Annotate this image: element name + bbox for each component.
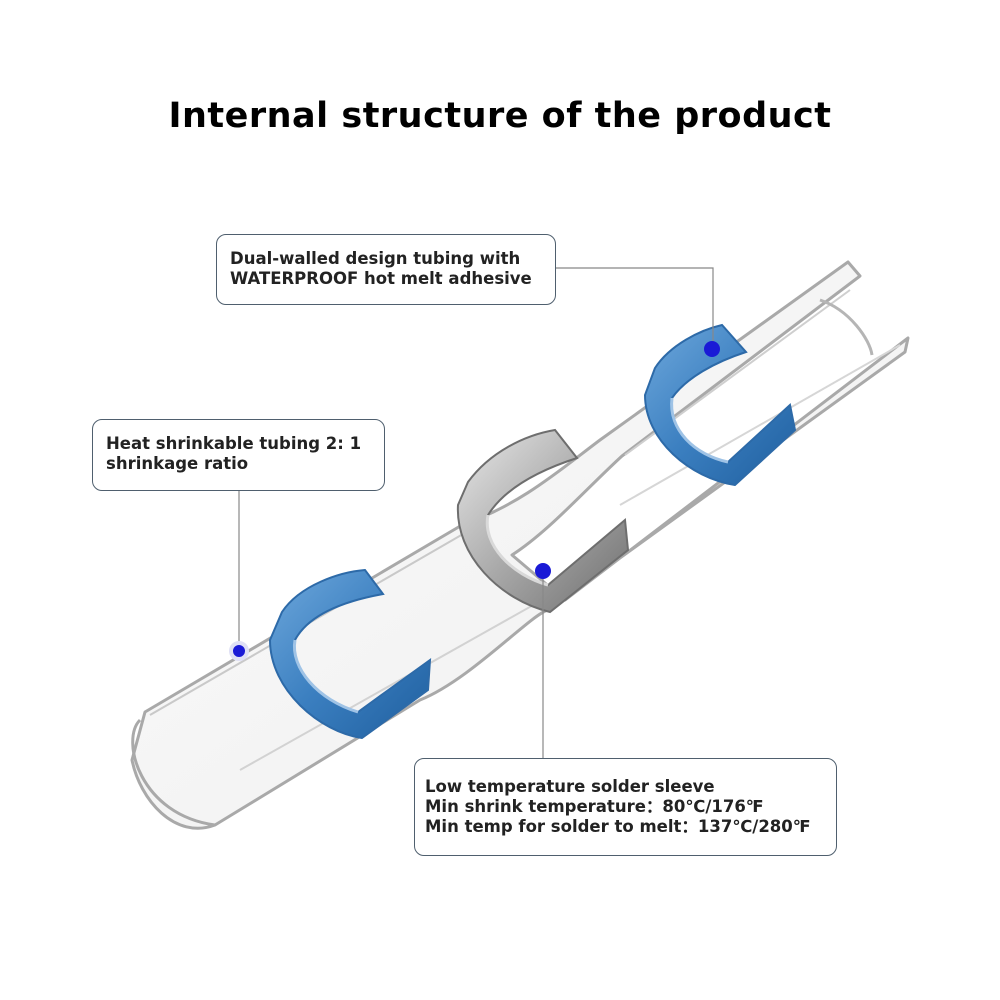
callout-tubing: Heat shrinkable tubing 2: 1 shrinkage ra… — [92, 419, 385, 491]
page-title: Internal structure of the product — [168, 96, 832, 136]
marker-dot-solder — [535, 563, 551, 579]
callout-solder-line1: Low temperature solder sleeve — [425, 777, 715, 796]
solder-sleeve — [456, 428, 630, 614]
callout-tubing-line2: shrinkage ratio — [106, 454, 249, 473]
marker-dot-adhesive — [704, 341, 720, 357]
right-adhesive-ring — [643, 323, 797, 487]
leader-lines — [238, 267, 714, 758]
callout-adhesive-line2: WATERPROOF hot melt adhesive — [230, 269, 532, 288]
callout-tubing-line1: Heat shrinkable tubing 2: 1 — [106, 434, 362, 453]
heat-shrink-tube — [130, 260, 910, 830]
callout-solder: Low temperature solder sleeve Min shrink… — [414, 758, 837, 856]
callout-solder-line3: Min temp for solder to melt：137℃/280℉ — [425, 817, 811, 836]
callout-solder-line2: Min shrink temperature：80℃/176℉ — [425, 797, 764, 816]
left-adhesive-ring — [268, 568, 432, 740]
callout-adhesive-line1: Dual-walled design tubing with — [230, 249, 521, 268]
callout-adhesive: Dual-walled design tubing with WATERPROO… — [216, 234, 556, 305]
marker-dot-tubing — [229, 641, 249, 661]
